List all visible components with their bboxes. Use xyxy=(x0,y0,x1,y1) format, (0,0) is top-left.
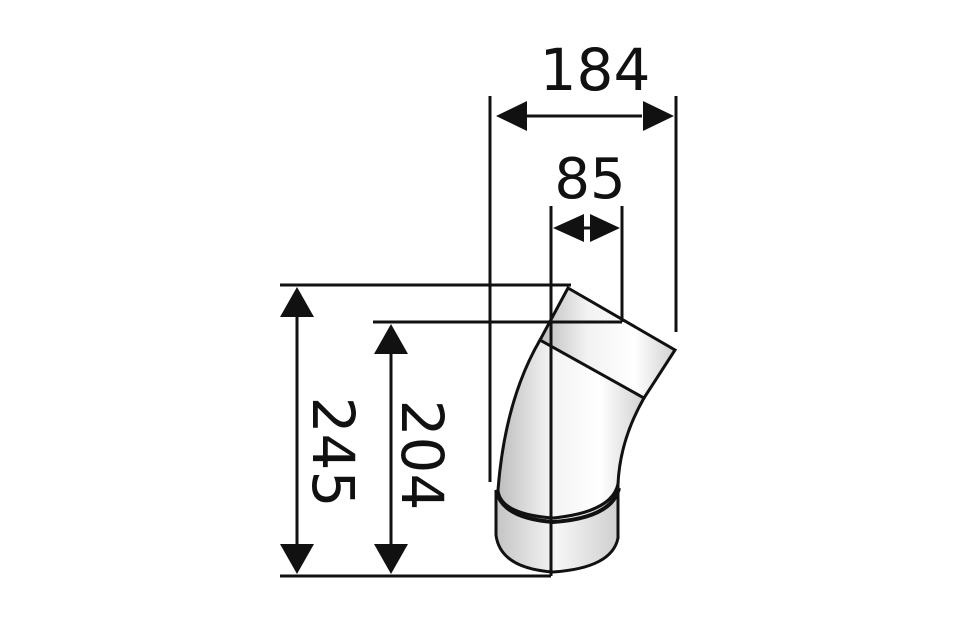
dimension-label-204: 204 xyxy=(388,400,456,511)
dimension-label-184: 184 xyxy=(540,36,651,104)
arrowhead-left-icon xyxy=(553,214,584,242)
arrowhead-right-icon xyxy=(590,214,620,242)
dimension-overall-width: 184 xyxy=(496,36,674,131)
dimension-offset-width: 85 xyxy=(553,147,626,242)
pipe-elbow xyxy=(494,285,678,574)
dimension-label-85: 85 xyxy=(554,147,625,212)
dimension-label-245: 245 xyxy=(299,397,367,508)
pipe-curved-section xyxy=(496,338,647,520)
arrowhead-up-icon xyxy=(374,324,408,354)
arrowhead-left-icon xyxy=(496,101,527,131)
arrowhead-right-icon xyxy=(643,101,674,131)
dimension-inner-height: 204 xyxy=(374,324,456,574)
arrowhead-down-icon xyxy=(374,544,408,574)
pipe-collar-seam xyxy=(495,487,621,525)
arrowhead-up-icon xyxy=(280,287,314,317)
dimension-overall-height: 245 xyxy=(280,287,367,574)
extension-lines xyxy=(280,96,678,578)
arrowhead-down-icon xyxy=(280,544,314,574)
